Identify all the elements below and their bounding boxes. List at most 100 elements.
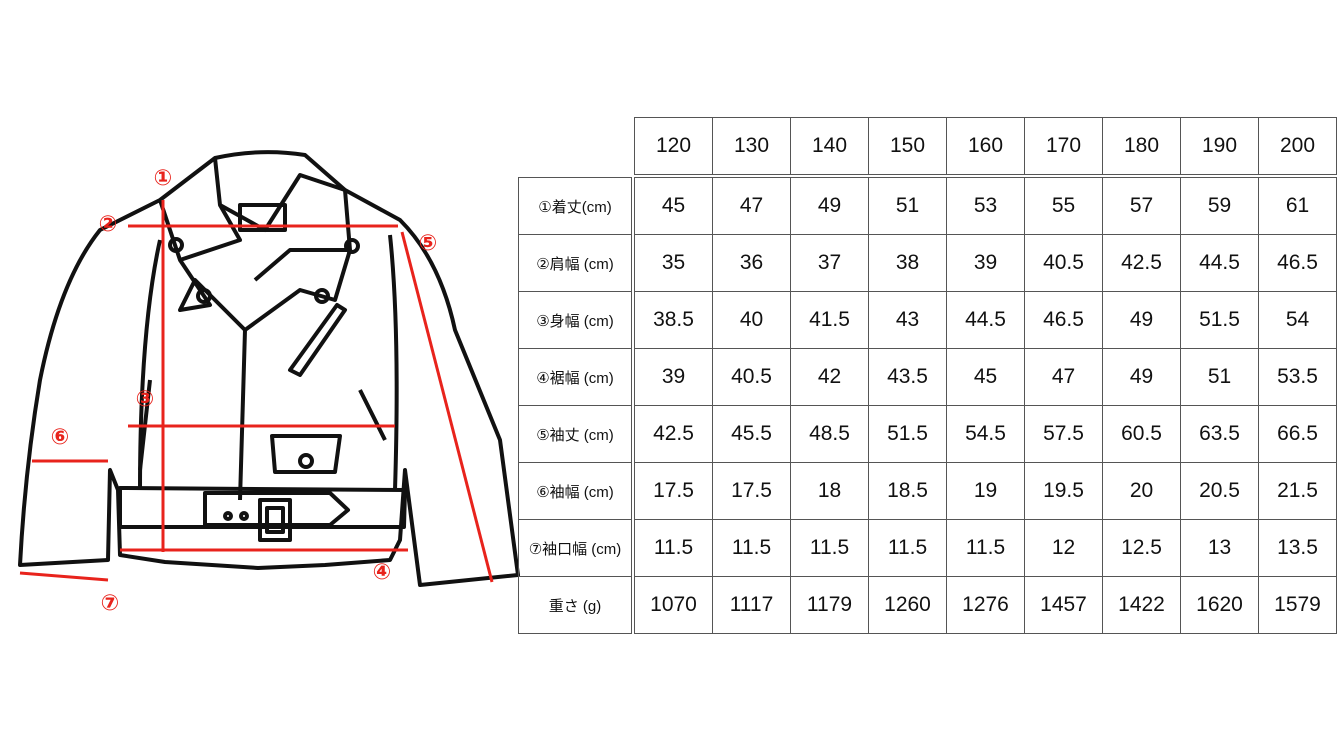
jacket-illustration bbox=[18, 150, 520, 587]
row-label: ②肩幅 (cm) bbox=[518, 234, 632, 292]
table-cell: 21.5 bbox=[1258, 462, 1337, 520]
label-row: ⑦袖口幅 (cm) bbox=[518, 519, 632, 577]
table-cell: 17.5 bbox=[712, 462, 791, 520]
table-cell: 51.5 bbox=[1180, 291, 1259, 349]
label-row: ①着丈(cm) bbox=[518, 177, 632, 235]
table-cell: 44.5 bbox=[1180, 234, 1259, 292]
label-row: ③身幅 (cm) bbox=[518, 291, 632, 349]
table-cell: 51 bbox=[868, 177, 947, 235]
table-cell: 45.5 bbox=[712, 405, 791, 463]
row-label: ⑤袖丈 (cm) bbox=[518, 405, 632, 463]
row-label: ③身幅 (cm) bbox=[518, 291, 632, 349]
marker-4: ④ bbox=[372, 560, 392, 585]
table-cell: 19.5 bbox=[1024, 462, 1103, 520]
table-cell: 1179 bbox=[790, 576, 869, 634]
table-cell: 11.5 bbox=[868, 519, 947, 577]
table-cell: 1260 bbox=[868, 576, 947, 634]
table-cell: 53 bbox=[946, 177, 1025, 235]
table-cell: 44.5 bbox=[946, 291, 1025, 349]
table-cell: 49 bbox=[1102, 291, 1181, 349]
table-cell: 51 bbox=[1180, 348, 1259, 406]
size-header: 130 bbox=[712, 117, 791, 175]
table-cell: 63.5 bbox=[1180, 405, 1259, 463]
size-header: 190 bbox=[1180, 117, 1259, 175]
table-cell: 47 bbox=[1024, 348, 1103, 406]
table-cell: 61 bbox=[1258, 177, 1337, 235]
table-cell: 51.5 bbox=[868, 405, 947, 463]
marker-5: ⑤ bbox=[418, 231, 438, 256]
marker-6: ⑥ bbox=[50, 425, 70, 450]
table-cell: 43 bbox=[868, 291, 947, 349]
label-row: ⑤袖丈 (cm) bbox=[518, 405, 632, 463]
table-cell: 1457 bbox=[1024, 576, 1103, 634]
row-label: ⑦袖口幅 (cm) bbox=[518, 519, 632, 577]
label-row: ⑥袖幅 (cm) bbox=[518, 462, 632, 520]
table-cell: 13 bbox=[1180, 519, 1259, 577]
jacket-outline bbox=[18, 150, 520, 587]
row-label: 重さ (g) bbox=[518, 576, 632, 634]
table-cell: 35 bbox=[634, 234, 713, 292]
table-cell: 49 bbox=[1102, 348, 1181, 406]
table-cell: 11.5 bbox=[634, 519, 713, 577]
size-header: 200 bbox=[1258, 117, 1337, 175]
table-cell: 54.5 bbox=[946, 405, 1025, 463]
size-header: 120 bbox=[634, 117, 713, 175]
measurement-labels: ①着丈(cm)②肩幅 (cm)③身幅 (cm)④裾幅 (cm)⑤袖丈 (cm)⑥… bbox=[518, 177, 632, 634]
row-label: ①着丈(cm) bbox=[518, 177, 632, 235]
table-cell: 1579 bbox=[1258, 576, 1337, 634]
table-cell: 36 bbox=[712, 234, 791, 292]
table-cell: 12.5 bbox=[1102, 519, 1181, 577]
table-cell: 42 bbox=[790, 348, 869, 406]
table-cell: 39 bbox=[946, 234, 1025, 292]
marker-3: ③ bbox=[135, 387, 155, 412]
label-row: 重さ (g) bbox=[518, 576, 632, 634]
table-cell: 1276 bbox=[946, 576, 1025, 634]
table-cell: 11.5 bbox=[712, 519, 791, 577]
table-cell: 12 bbox=[1024, 519, 1103, 577]
table-cell: 18.5 bbox=[868, 462, 947, 520]
table-cell: 11.5 bbox=[946, 519, 1025, 577]
table-cell: 57 bbox=[1102, 177, 1181, 235]
table-cell: 1620 bbox=[1180, 576, 1259, 634]
table-cell: 20 bbox=[1102, 462, 1181, 520]
size-header: 140 bbox=[790, 117, 869, 175]
table-cell: 57.5 bbox=[1024, 405, 1103, 463]
table-cell: 66.5 bbox=[1258, 405, 1337, 463]
table-cell: 37 bbox=[790, 234, 869, 292]
table-cell: 48.5 bbox=[790, 405, 869, 463]
table-cell: 41.5 bbox=[790, 291, 869, 349]
table-cell: 1117 bbox=[712, 576, 791, 634]
table-cell: 13.5 bbox=[1258, 519, 1337, 577]
table-cell: 46.5 bbox=[1024, 291, 1103, 349]
measurement-arrows bbox=[19, 200, 494, 583]
table-cell: 47 bbox=[712, 177, 791, 235]
label-row: ④裾幅 (cm) bbox=[518, 348, 632, 406]
table-cell: 40.5 bbox=[1024, 234, 1103, 292]
table-cell: 17.5 bbox=[634, 462, 713, 520]
table-cell: 45 bbox=[634, 177, 713, 235]
table-cell: 1422 bbox=[1102, 576, 1181, 634]
table-cell: 40.5 bbox=[712, 348, 791, 406]
marker-7: ⑦ bbox=[100, 591, 120, 616]
size-header: 170 bbox=[1024, 117, 1103, 175]
table-cell: 19 bbox=[946, 462, 1025, 520]
table-cell: 40 bbox=[712, 291, 791, 349]
marker-2: ② bbox=[98, 212, 118, 237]
size-header: 150 bbox=[868, 117, 947, 175]
table-cell: 38 bbox=[868, 234, 947, 292]
table-cell: 42.5 bbox=[1102, 234, 1181, 292]
table-cell: 39 bbox=[634, 348, 713, 406]
table-cell: 20.5 bbox=[1180, 462, 1259, 520]
table-cell: 54 bbox=[1258, 291, 1337, 349]
table-cell: 60.5 bbox=[1102, 405, 1181, 463]
table-cell: 11.5 bbox=[790, 519, 869, 577]
